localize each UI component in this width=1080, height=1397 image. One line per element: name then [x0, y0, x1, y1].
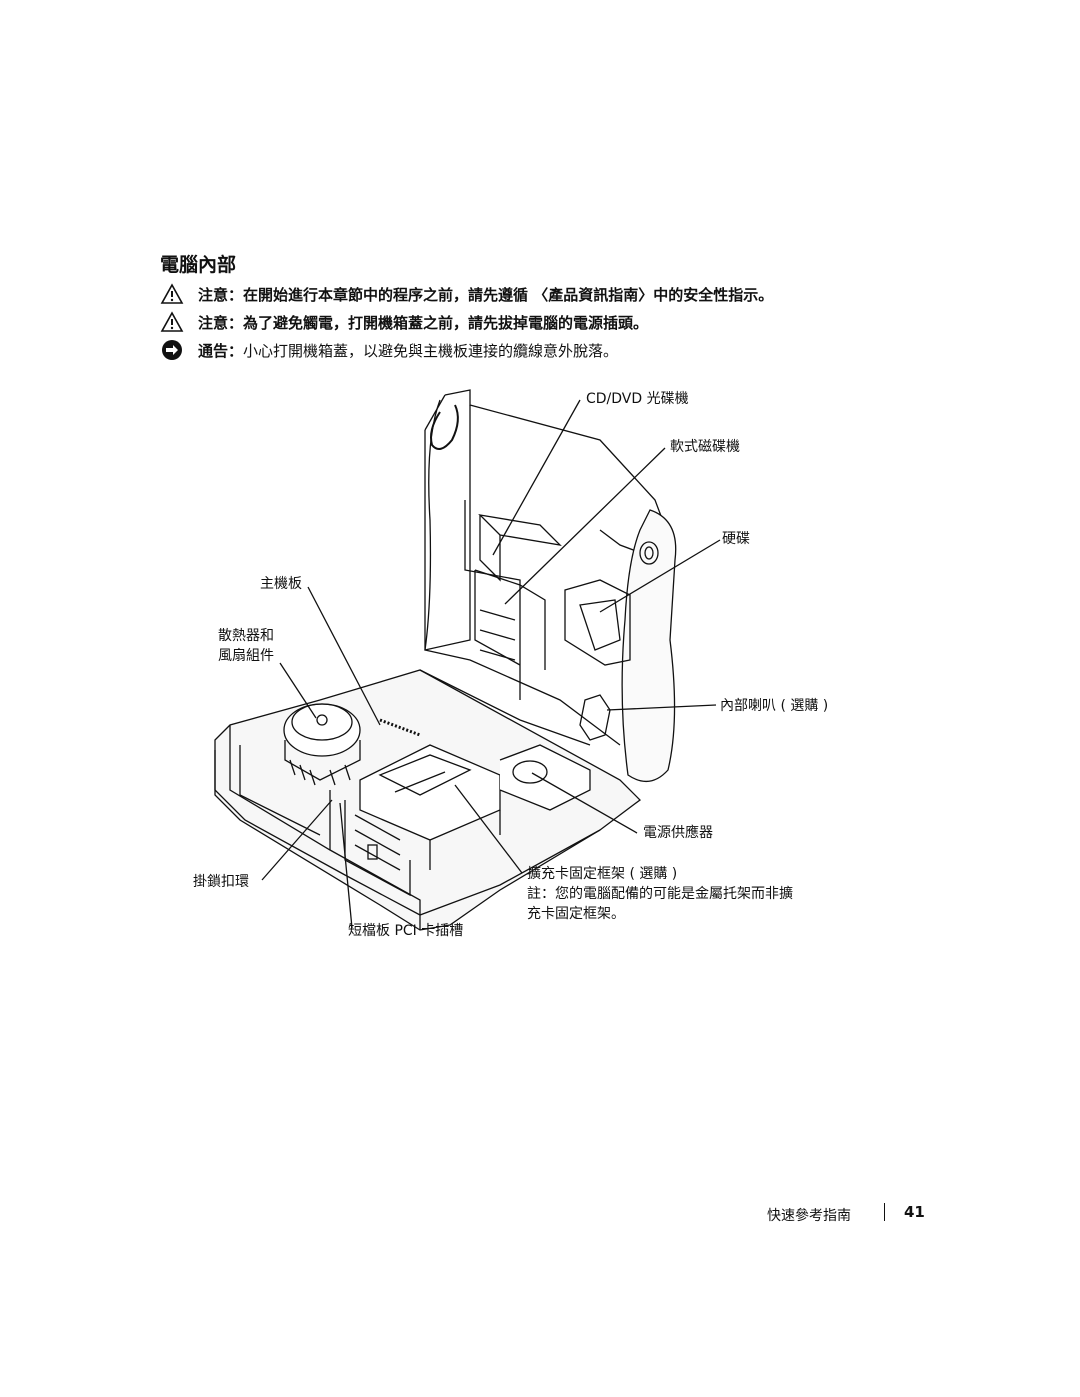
footer-separator — [884, 1203, 885, 1221]
notice-lead: 注意： — [198, 313, 244, 332]
hard-drive-label: 硬碟 — [722, 531, 750, 547]
caution-notice-1: 注意： 在開始進行本章節中的程序之前，請先遵循 〈產品資訊指南〉中的安全性指示。 — [160, 283, 773, 305]
power-supply-label: 電源供應器 — [643, 825, 713, 841]
cd-dvd-drive-label: CD/DVD 光碟機 — [586, 391, 689, 407]
padlock-ring-label: 掛鎖扣環 — [193, 874, 249, 890]
notice-3: 通告： 小心打開機箱蓋，以避免與主機板連接的纜線意外脫落。 — [160, 339, 618, 361]
section-title: 電腦內部 — [160, 254, 237, 276]
motherboard-label: 主機板 — [260, 576, 302, 592]
heatsink-label-line2: 風扇組件 — [218, 648, 274, 664]
notice-circle-icon — [160, 339, 184, 361]
card-cage-label: 擴充卡固定框架 ( 選購 ) — [527, 866, 678, 882]
footer-guide-name: 快速參考指南 — [767, 1208, 851, 1224]
notice-text: 在開始進行本章節中的程序之前，請先遵循 〈產品資訊指南〉中的安全性指示。 — [243, 285, 774, 304]
caution-triangle-icon — [160, 283, 184, 305]
notice-text: 小心打開機箱蓋，以避免與主機板連接的纜線意外脫落。 — [243, 341, 619, 360]
floppy-drive-label: 軟式磁碟機 — [670, 439, 740, 455]
card-cage-note-line2: 充卡固定框架。 — [527, 906, 625, 922]
notice-lead: 注意： — [198, 285, 244, 304]
notice-lead: 通告： — [198, 341, 244, 360]
card-cage-note-line1: 註：您的電腦配備的可能是金屬托架而非擴 — [527, 886, 793, 902]
caution-triangle-icon — [160, 311, 184, 333]
pci-slots-label: 短檔板 PCI 卡插槽 — [348, 923, 464, 939]
heatsink-label-line1: 散熱器和 — [218, 628, 274, 644]
caution-notice-2: 注意： 為了避免觸電，打開機箱蓋之前，請先拔掉電腦的電源插頭。 — [160, 311, 648, 333]
notice-text: 為了避免觸電，打開機箱蓋之前，請先拔掉電腦的電源插頭。 — [243, 313, 649, 332]
page-number: 41 — [904, 1203, 925, 1221]
speaker-label: 內部喇叭 ( 選購 ) — [720, 698, 829, 714]
